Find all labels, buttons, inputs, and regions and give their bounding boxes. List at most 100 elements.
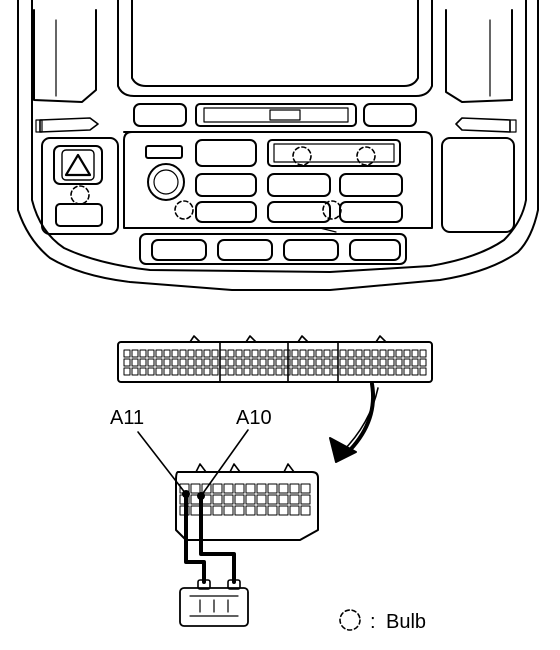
control-knob: [147, 163, 185, 201]
left-dial-knob: [39, 117, 99, 133]
main-connector-pin-cell: [195, 358, 203, 367]
pin-connector-pin-cell: [234, 494, 245, 505]
main-connector-pin-cell: [283, 367, 291, 376]
pin-connector-pin-cell: [190, 483, 201, 494]
main-connector-pin-cell: [163, 358, 171, 367]
battery-body: [179, 587, 249, 627]
pin-connector-pin-cell: [278, 505, 289, 516]
pin-connector-pin-cell: [212, 494, 223, 505]
pin-connector-pin-cell: [278, 494, 289, 505]
main-connector-pin-cell: [395, 367, 403, 376]
bottom-button-1: [151, 239, 207, 261]
pin-connector-pin-cell: [256, 505, 267, 516]
legend-text: Bulb: [386, 611, 426, 633]
main-connector-pin-cell: [187, 349, 195, 358]
pin-connector-pin-cell: [278, 483, 289, 494]
main-connector-pin-cell: [411, 358, 419, 367]
main-connector-pin-cell: [331, 358, 339, 367]
main-connector-pin-cell: [339, 358, 347, 367]
main-connector-pin-cell: [195, 349, 203, 358]
pin-connector-pin-cell: [234, 483, 245, 494]
main-connector-pin-cell: [163, 367, 171, 376]
main-connector: [117, 335, 433, 383]
right-dial-knob: [455, 117, 511, 133]
wire-a11: [184, 492, 206, 584]
legend-bulb-icon: [339, 609, 361, 631]
lower-bulb-icon: [322, 200, 342, 220]
main-connector-pin-cell: [419, 349, 427, 358]
legend: : Bulb: [339, 609, 426, 633]
button-mid-1: [195, 139, 257, 167]
button-row-3a: [267, 201, 331, 223]
main-connector-pin-cell: [203, 349, 211, 358]
battery-icon: [179, 579, 249, 627]
main-connector-pin-cell: [155, 349, 163, 358]
main-connector-pin-cell: [307, 349, 315, 358]
pin-connector-pin-cell: [212, 505, 223, 516]
pin-a10-leader: [200, 429, 249, 497]
main-connector-pin-cell: [419, 367, 427, 376]
main-connector-pin-cell: [331, 349, 339, 358]
main-connector-pin-cell: [323, 349, 331, 358]
main-connector-pin-cell: [179, 358, 187, 367]
main-connector-pin-cell: [259, 367, 267, 376]
main-connector-pin-cell: [139, 349, 147, 358]
main-connector-pin-cell: [403, 358, 411, 367]
main-connector-pin-cell: [179, 367, 187, 376]
button-mid-3: [195, 201, 257, 223]
button-mid-2: [195, 173, 257, 197]
main-connector-pin-cell: [187, 358, 195, 367]
main-connector-pin-cell: [227, 349, 235, 358]
main-connector-pin-cell: [395, 358, 403, 367]
pin-grid: [179, 483, 311, 516]
main-connector-pin-cell: [131, 349, 139, 358]
main-connector-pin-cell: [315, 358, 323, 367]
main-connector-pin-cell: [371, 367, 379, 376]
pin-connector-pin-cell: [300, 483, 311, 494]
main-connector-pin-cell: [347, 358, 355, 367]
pin-connector-pin-cell: [300, 494, 311, 505]
hazard-bulb-icon: [70, 185, 90, 205]
control-module: [123, 131, 433, 229]
main-connector-pin-cell: [355, 358, 363, 367]
bottom-button-3: [283, 239, 339, 261]
pin-connector-pin-cell: [223, 483, 234, 494]
right-vent: [445, 9, 513, 103]
main-connector-pin-cell: [339, 367, 347, 376]
main-connector-pin-cell: [403, 367, 411, 376]
main-connector-pin-cell: [187, 367, 195, 376]
main-connector-pin-cell: [251, 349, 259, 358]
climate-display: [267, 139, 401, 167]
main-connector-pin-cell: [267, 349, 275, 358]
main-connector-pin-cell: [419, 358, 427, 367]
climate-bulb-icon-2: [356, 146, 376, 166]
main-connector-pin-cell: [251, 367, 259, 376]
main-connector-pin-cell: [219, 349, 227, 358]
main-connector-pin-cell: [363, 358, 371, 367]
right-side-pocket: [441, 137, 515, 233]
main-connector-pin-cell: [259, 358, 267, 367]
main-connector-pin-cell: [123, 358, 131, 367]
main-connector-pin-cell: [291, 367, 299, 376]
top-button-left: [133, 103, 187, 127]
main-connector-pin-cell: [251, 358, 259, 367]
main-connector-pin-cell: [235, 358, 243, 367]
main-connector-pin-cell: [203, 358, 211, 367]
main-connector-pin-cell: [123, 367, 131, 376]
test-wires: [184, 492, 236, 584]
main-connector-pin-cell: [211, 367, 219, 376]
hazard-switch: [53, 145, 103, 185]
pin-connector-pin-cell: [201, 505, 212, 516]
climate-bulb-icon-1: [292, 146, 312, 166]
main-connector-pin-cell: [171, 367, 179, 376]
main-connector-pin-cell: [123, 349, 131, 358]
main-connector-pin-cell: [259, 349, 267, 358]
pin-a10-label: A10: [236, 407, 272, 429]
main-connector-pin-cell: [283, 349, 291, 358]
hazard-triangle-icon: [64, 153, 92, 177]
main-connector-pin-cell: [339, 349, 347, 358]
main-connector-pin-cell: [299, 367, 307, 376]
main-connector-pin-cell: [227, 367, 235, 376]
pin-connector-pin-cell: [256, 494, 267, 505]
pin-connector-pin-cell: [289, 505, 300, 516]
